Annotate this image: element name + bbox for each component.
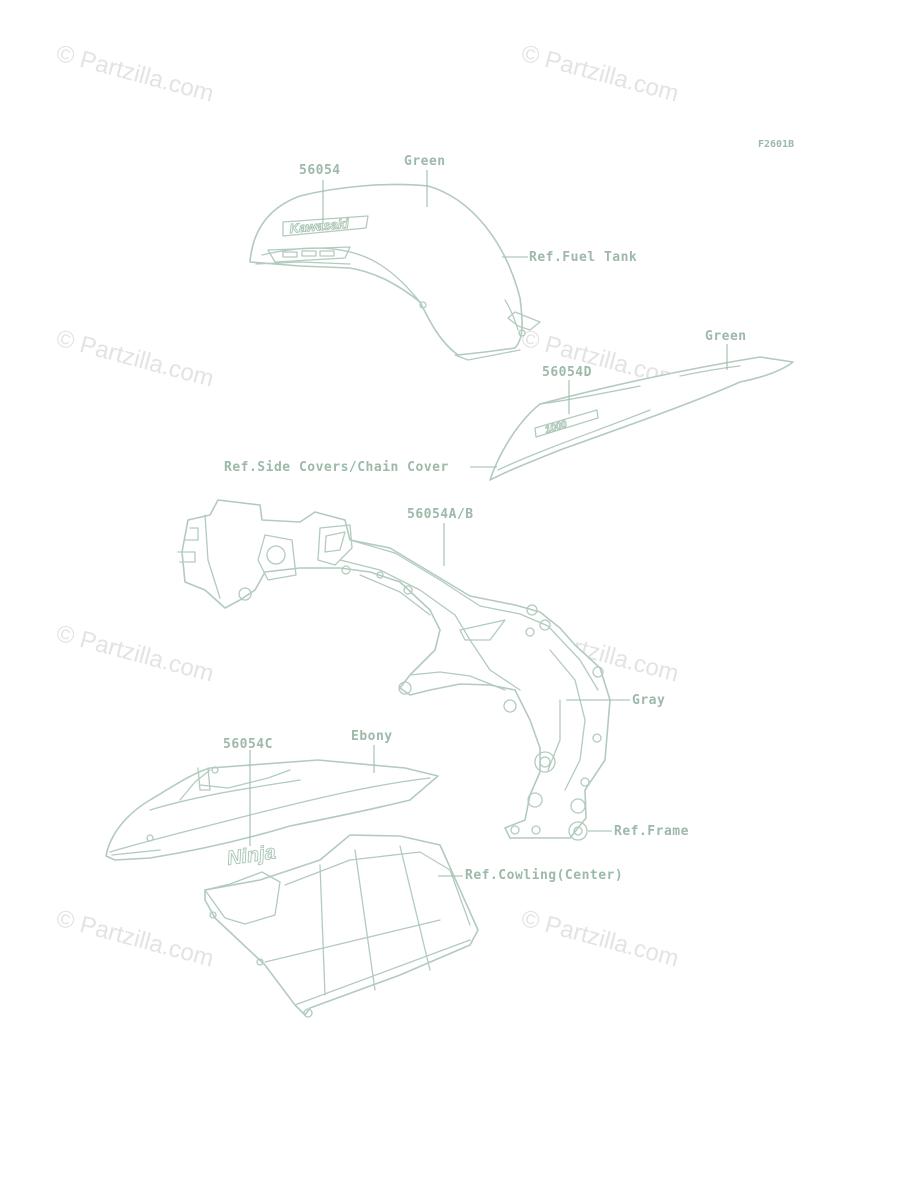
cowling-drawing: Ninja [105, 759, 479, 1018]
ninja-decal: Ninja [225, 841, 277, 870]
fuel-tank-ref-label: Ref.Fuel Tank [529, 250, 637, 265]
kawasaki-decal: Kawasaki [267, 215, 369, 263]
callout-labels: 56054 Green Ref.Fuel Tank Green 56054D R… [223, 154, 747, 883]
cowling-ref-label: Ref.Cowling(Center) [465, 868, 623, 883]
frame-ref-label: Ref.Frame [614, 824, 689, 839]
watermark-bottom-left: © Partzilla.com [53, 905, 216, 973]
tank-part-number: 56054 [299, 163, 341, 178]
side-cover-part-number: 56054D [542, 365, 592, 380]
frame-drawing [177, 499, 611, 841]
watermark-mid-left-1: © Partzilla.com [53, 325, 216, 393]
watermark-top-left: © Partzilla.com [53, 40, 216, 108]
watermark-bottom-right: © Partzilla.com [518, 905, 681, 973]
side-cover-color-label: Green [705, 329, 747, 344]
leader-lines [249, 170, 728, 877]
figure-code: F2601B [758, 139, 794, 150]
kawasaki-logo-text: Kawasaki [289, 216, 350, 236]
cowling-part-number: 56054C [223, 737, 273, 752]
frame-color-label: Gray [632, 693, 665, 708]
tank-color-label: Green [404, 154, 446, 169]
side-covers-ref-label: Ref.Side Covers/Chain Cover [224, 460, 449, 475]
watermark-mid-left-2: © Partzilla.com [53, 620, 216, 688]
ninja-logo-text: Ninja [226, 841, 277, 870]
fuel-tank-drawing: Kawasaki [249, 183, 541, 361]
side-cover-drawing: 1000 [489, 356, 794, 481]
watermark-top-right: © Partzilla.com [518, 40, 681, 108]
frame-part-number: 56054A/B [407, 507, 474, 522]
cowling-color-label: Ebony [351, 729, 393, 744]
